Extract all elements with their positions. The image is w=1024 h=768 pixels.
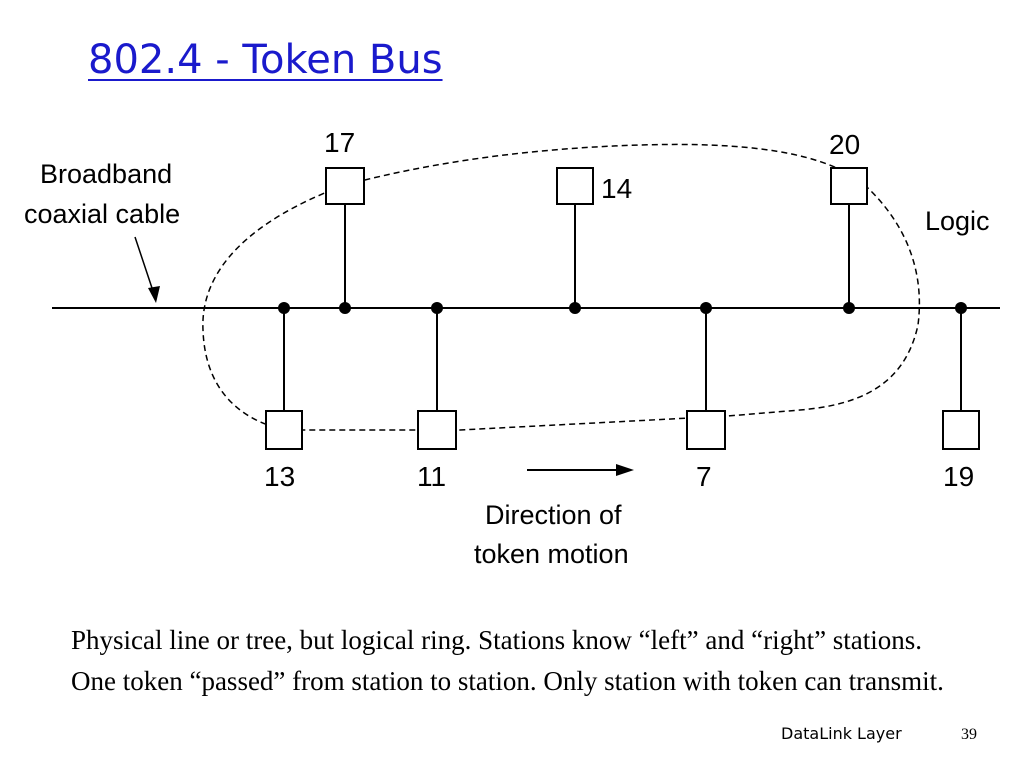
station-label-19: 19: [943, 461, 974, 492]
station-11: 11: [417, 302, 457, 492]
station-label-13: 13: [264, 461, 295, 492]
station-7: 7: [686, 302, 726, 492]
station-label-11: 11: [417, 461, 446, 492]
page-number: 39: [961, 726, 977, 743]
station-label-7: 7: [696, 461, 712, 492]
direction-label-line1: Direction of: [485, 500, 622, 530]
station-label-20: 20: [829, 129, 860, 160]
ring-label: Logic: [925, 206, 990, 236]
direction-arrowhead: [616, 464, 634, 476]
cable-label-line2: coaxial cable: [24, 199, 180, 229]
slide-title: 802.4 - Token Bus: [88, 37, 443, 83]
cable-label-line1: Broadband: [40, 159, 172, 189]
station-19: 19: [942, 302, 980, 492]
logical-ring: [202, 143, 921, 431]
footer-label: DataLink Layer: [781, 724, 902, 743]
station-label-17: 17: [324, 127, 355, 158]
station-20: 20: [829, 129, 868, 314]
station-label-14: 14: [601, 173, 632, 204]
station-14: 14: [556, 167, 632, 314]
direction-label-line2: token motion: [474, 539, 629, 569]
slide-body-text: Physical line or tree, but logical ring.…: [71, 625, 944, 696]
token-bus-diagram: 17 14 20 13 11 7 19 Broadband coaxi: [24, 127, 1000, 569]
cable-label-arrowhead: [148, 286, 160, 303]
station-13: 13: [264, 302, 303, 492]
station-17: 17: [324, 127, 365, 314]
